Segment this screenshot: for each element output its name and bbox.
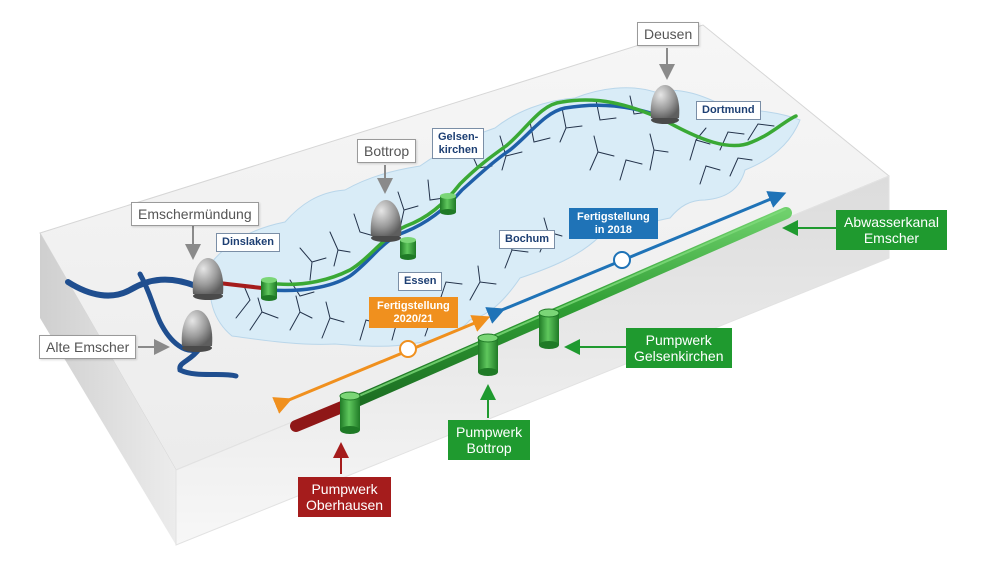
- cylinder-shaft-icon: [400, 237, 416, 260]
- label-gelsenkirchen-line1: Gelsen-: [438, 131, 479, 143]
- completion-arrows: [272, 191, 787, 414]
- gray-callout-arrows: [138, 48, 675, 355]
- label-fertigstellung-2020-line1: Fertigstellung: [377, 300, 450, 312]
- emscher-river-mouth: [65, 276, 199, 299]
- completion-arrow-2020: [272, 315, 491, 414]
- label-pumpwerk-bottrop-line2: Bottrop: [466, 440, 512, 457]
- label-bottrop-plant: Bottrop: [357, 139, 417, 164]
- cylinder-shaft-icon: [477, 333, 499, 376]
- label-abwasserkanal-line1: Abwasserkanal: [844, 214, 939, 230]
- cylinder-shaft-icon: [440, 193, 456, 215]
- label-fertigstellung-2020-line2: 2020/21: [393, 312, 434, 325]
- label-emschermuendung: Emschermündung: [131, 202, 259, 227]
- label-dortmund: Dortmund: [696, 101, 761, 120]
- sewer-line-on-map: [276, 98, 798, 287]
- label-gelsenkirchen-line2: kirchen: [438, 143, 478, 156]
- label-dinslaken: Dinslaken: [216, 233, 280, 252]
- label-pumpwerk-oberhausen: Pumpwerk Oberhausen: [298, 477, 392, 518]
- egg-digester-icon: [370, 200, 402, 242]
- egg-digester-icon: [181, 310, 213, 352]
- label-fertigstellung-2018-line2: in 2018: [594, 223, 633, 236]
- label-pumpwerk-gelsenkirchen: Pumpwerk Gelsenkirchen: [626, 328, 732, 369]
- colored-callout-arrows: [333, 220, 836, 474]
- label-abwasserkanal-line2: Emscher: [863, 230, 920, 247]
- cylinder-shaft-icon: [339, 391, 361, 434]
- label-pumpwerk-bottrop: Pumpwerk Bottrop: [448, 420, 531, 461]
- label-pumpwerk-bottrop-line1: Pumpwerk: [456, 424, 523, 440]
- label-fertigstellung-2018-line1: Fertigstellung: [577, 211, 650, 223]
- map-pumping-stations: [261, 193, 456, 301]
- label-gelsenkirchen: Gelsen- kirchen: [432, 128, 485, 160]
- label-deusen: Deusen: [637, 22, 700, 47]
- pumping-station-shafts: [339, 308, 560, 434]
- label-bochum: Bochum: [499, 230, 555, 249]
- cylinder-shaft-icon: [538, 308, 560, 349]
- label-fertigstellung-2018: Fertigstellung in 2018: [569, 208, 658, 240]
- slab-left-side: [40, 233, 176, 545]
- label-alte-emscher: Alte Emscher: [39, 335, 137, 360]
- label-abwasserkanal-emscher: Abwasserkanal Emscher: [836, 210, 947, 251]
- label-pumpwerk-oberhausen-line1: Pumpwerk: [311, 481, 378, 497]
- egg-digester-icon: [192, 258, 224, 300]
- label-fertigstellung-2020: Fertigstellung 2020/21: [369, 297, 458, 329]
- label-pumpwerk-oberhausen-line2: Oberhausen: [306, 497, 384, 514]
- label-essen: Essen: [398, 272, 443, 291]
- emscher-river-line: [268, 103, 662, 293]
- label-pumpwerk-gelsenkirchen-line1: Pumpwerk: [645, 332, 712, 348]
- label-pumpwerk-gelsenkirchen-line2: Gelsenkirchen: [634, 348, 724, 365]
- completion-arrow-2018: [485, 191, 787, 324]
- cylinder-shaft-icon: [261, 277, 277, 301]
- treatment-plants: [181, 85, 680, 352]
- egg-digester-icon: [650, 85, 680, 124]
